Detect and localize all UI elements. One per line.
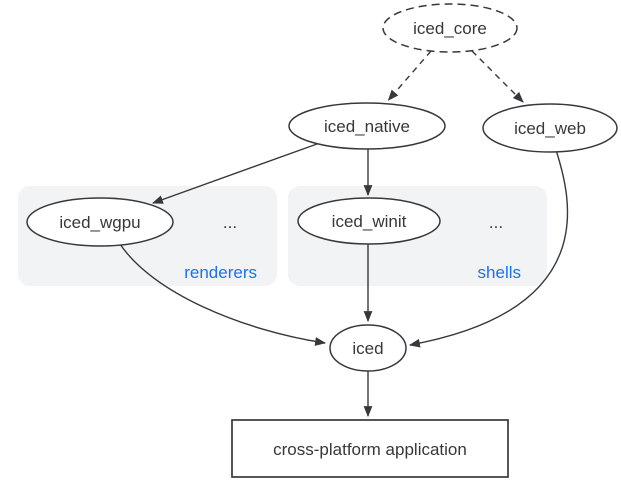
iced-label: iced — [352, 339, 383, 358]
node-iced-winit: iced_winit — [297, 197, 441, 245]
iced-wgpu-label: iced_wgpu — [59, 213, 140, 232]
iced-ellipse — [329, 324, 407, 372]
shells-ellipsis: ... — [489, 213, 503, 232]
iced-winit-ellipse — [297, 197, 441, 245]
iced-winit-label: iced_winit — [332, 212, 407, 231]
iced-web-label: iced_web — [514, 119, 586, 138]
iced-core-label: iced_core — [413, 19, 487, 38]
edge-iced-core-to-iced-web — [471, 50, 524, 103]
iced-native-label: iced_native — [324, 117, 410, 136]
renderers-group-label: renderers — [184, 263, 257, 282]
node-iced-wgpu: iced_wgpu — [26, 197, 174, 247]
iced-native-ellipse — [288, 102, 446, 150]
iced-wgpu-ellipse — [26, 197, 174, 247]
application-rect — [231, 419, 509, 478]
iced-core-ellipse — [382, 3, 518, 53]
node-iced: iced — [329, 324, 407, 372]
node-iced-web: iced_web — [482, 103, 618, 153]
edge-iced-core-to-iced-native — [387, 50, 432, 101]
renderers-ellipsis: ... — [223, 213, 237, 232]
edge-iced-web-to-iced — [408, 149, 569, 348]
shells-group-label: shells — [478, 263, 521, 282]
iced-web-ellipse — [482, 103, 618, 153]
edge-iced-native-to-iced-wgpu — [151, 143, 318, 204]
node-iced-native: iced_native — [288, 102, 446, 150]
application-label: cross-platform application — [273, 440, 467, 459]
node-iced-core: iced_core — [382, 3, 518, 53]
node-application: cross-platform application — [231, 419, 509, 478]
edge-iced-wgpu-to-iced — [119, 243, 327, 346]
